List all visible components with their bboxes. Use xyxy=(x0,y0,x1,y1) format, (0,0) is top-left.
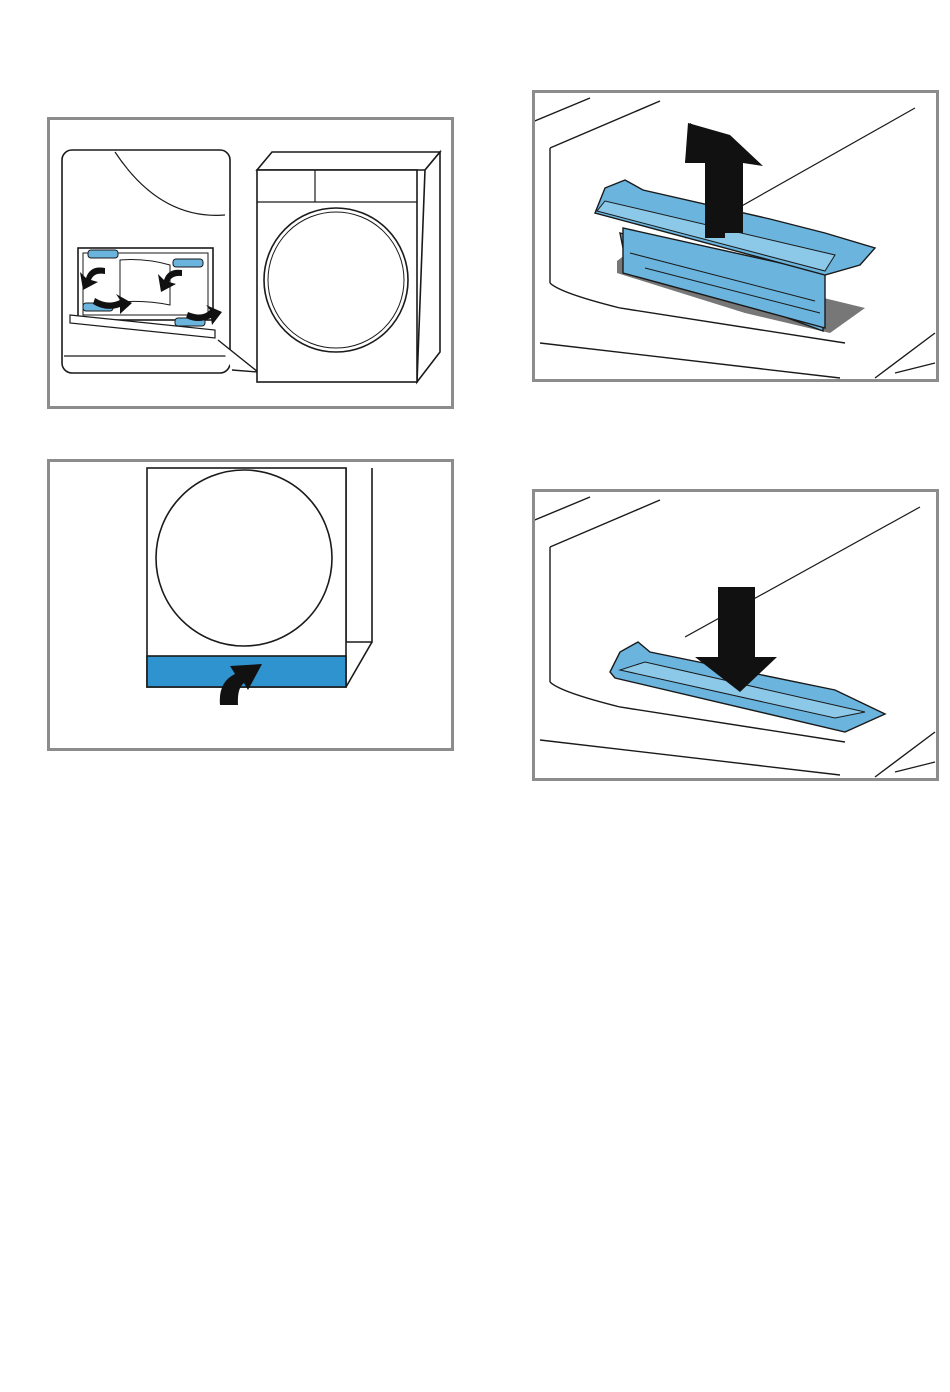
lift-tray-drawing xyxy=(535,93,936,379)
plinth-screws-drawing xyxy=(50,120,451,406)
illustration-fold-up-plinth xyxy=(47,459,454,751)
dryer-icon xyxy=(257,152,440,382)
dryer-icon xyxy=(147,468,372,687)
insert-tray-drawing xyxy=(535,492,936,778)
illustration-insert-condensate-tray xyxy=(532,489,939,781)
zoom-detail-icon xyxy=(62,150,258,373)
illustration-lift-condensate-tray xyxy=(532,90,939,382)
fold-plinth-drawing xyxy=(50,462,451,748)
illustration-remove-plinth-screws xyxy=(47,117,454,409)
